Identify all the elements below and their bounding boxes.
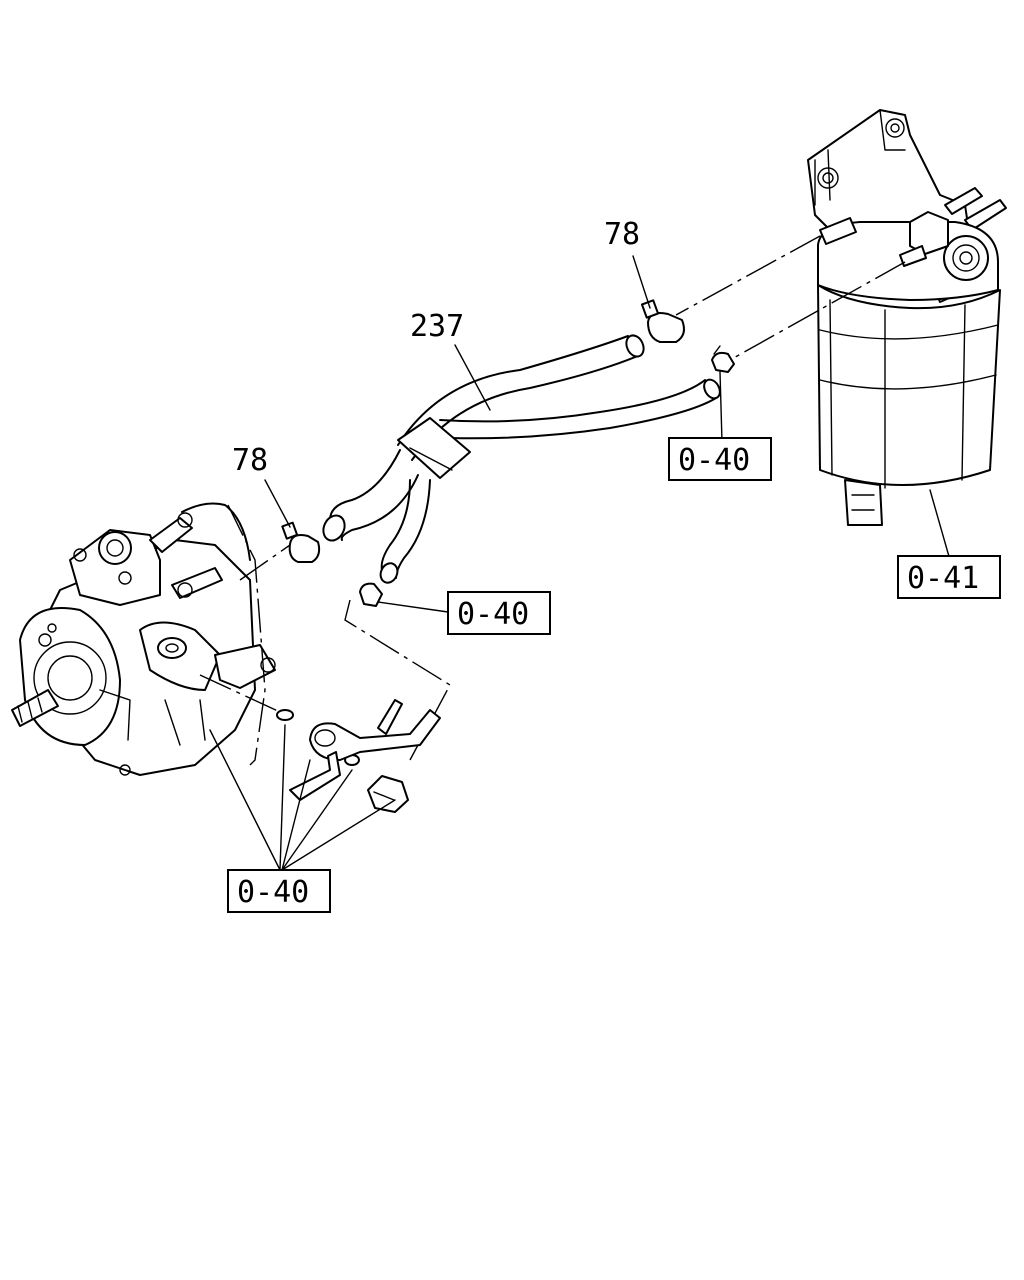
reference-label-pump-fittings: 0-40 (237, 875, 309, 910)
pump-guideline-fitting (344, 599, 451, 761)
injection-pump (11, 502, 276, 776)
pump-guideline-bolt (199, 674, 281, 713)
alignment-line-upper (675, 235, 821, 316)
return-hose-clip (711, 345, 735, 373)
alignment-line-lower (729, 261, 906, 361)
callout-237: 237 (410, 309, 464, 344)
fuel-hose-assembly (322, 334, 721, 584)
hose-clip-upper (640, 299, 685, 343)
leader-lines (209, 255, 951, 871)
reference-label-pump-clip: 0-40 (457, 597, 529, 632)
pump-guideline (227, 504, 266, 766)
pump-guideline-clip (239, 544, 291, 581)
reference-label-filter: 0-41 (907, 561, 979, 596)
callout-78-upper: 78 (604, 217, 640, 252)
fuel-filter-assembly (807, 109, 1007, 526)
reference-box-pump-fittings[interactable]: 0-40 (227, 869, 331, 913)
callout-78-lower: 78 (232, 443, 268, 478)
reference-box-filter[interactable]: 0-41 (897, 555, 1001, 599)
reference-box-pump-clip[interactable]: 0-40 (447, 591, 551, 635)
reference-label-return-clip: 0-40 (678, 443, 750, 478)
reference-box-return-clip[interactable]: 0-40 (668, 437, 772, 481)
hose-clip-lower (281, 521, 321, 563)
